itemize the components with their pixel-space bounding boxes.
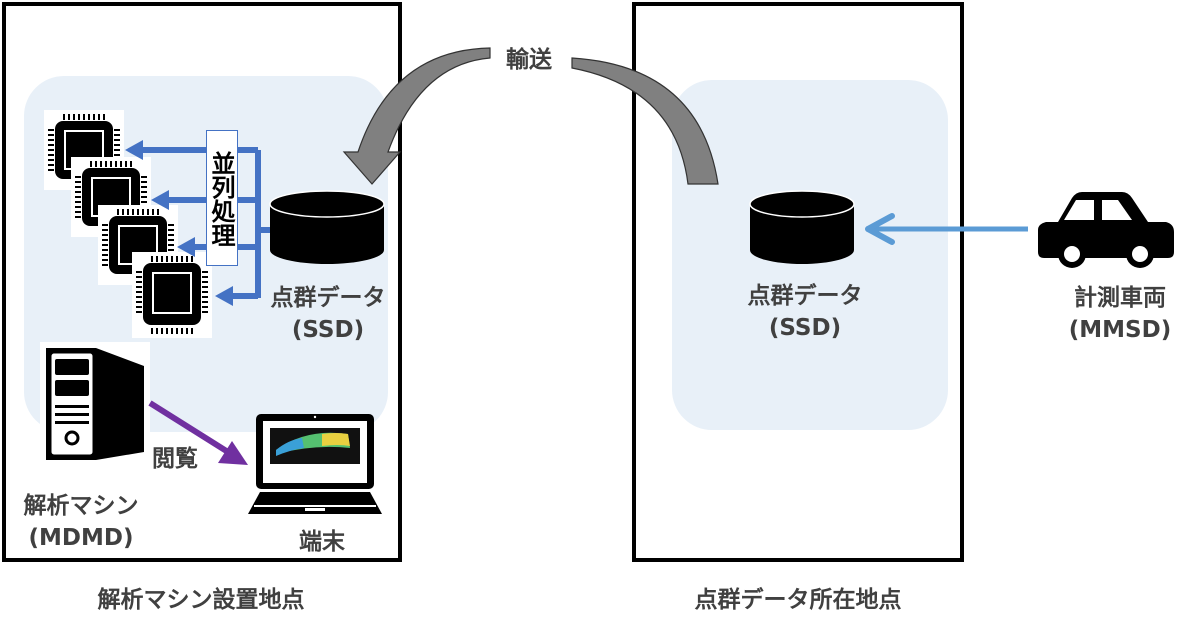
analysis-site-caption: 解析マシン設置地点 (97, 587, 305, 613)
transport-arrow (342, 47, 719, 185)
ssd-label-data-site: 点群データ (SSD) (747, 283, 863, 341)
data-site-caption: 点群データ所在地点 (694, 587, 902, 613)
measurement-vehicle-icon (1038, 192, 1174, 268)
vehicle-label: 計測車両 (MMSD) (1068, 285, 1172, 343)
cpu-icon-4 (132, 252, 212, 338)
vehicle-to-ssd-arrow (865, 213, 1028, 245)
terminal-label: 端末 (299, 529, 345, 555)
transport-label: 輸送 (506, 47, 552, 73)
view-arrow (148, 400, 248, 465)
machine-label: 解析マシン (MDMD) (23, 493, 139, 551)
ssd-icon-analysis (269, 190, 385, 264)
view-label: 閲覧 (152, 446, 198, 472)
analysis-machine-icon (40, 342, 150, 464)
parallel-processing-label: 並列処理 (206, 130, 238, 266)
cpu-chips (44, 110, 212, 338)
ssd-icon-data-site (749, 190, 855, 264)
terminal-laptop-icon (248, 414, 382, 514)
ssd-label-analysis: 点群データ (SSD) (270, 285, 386, 343)
